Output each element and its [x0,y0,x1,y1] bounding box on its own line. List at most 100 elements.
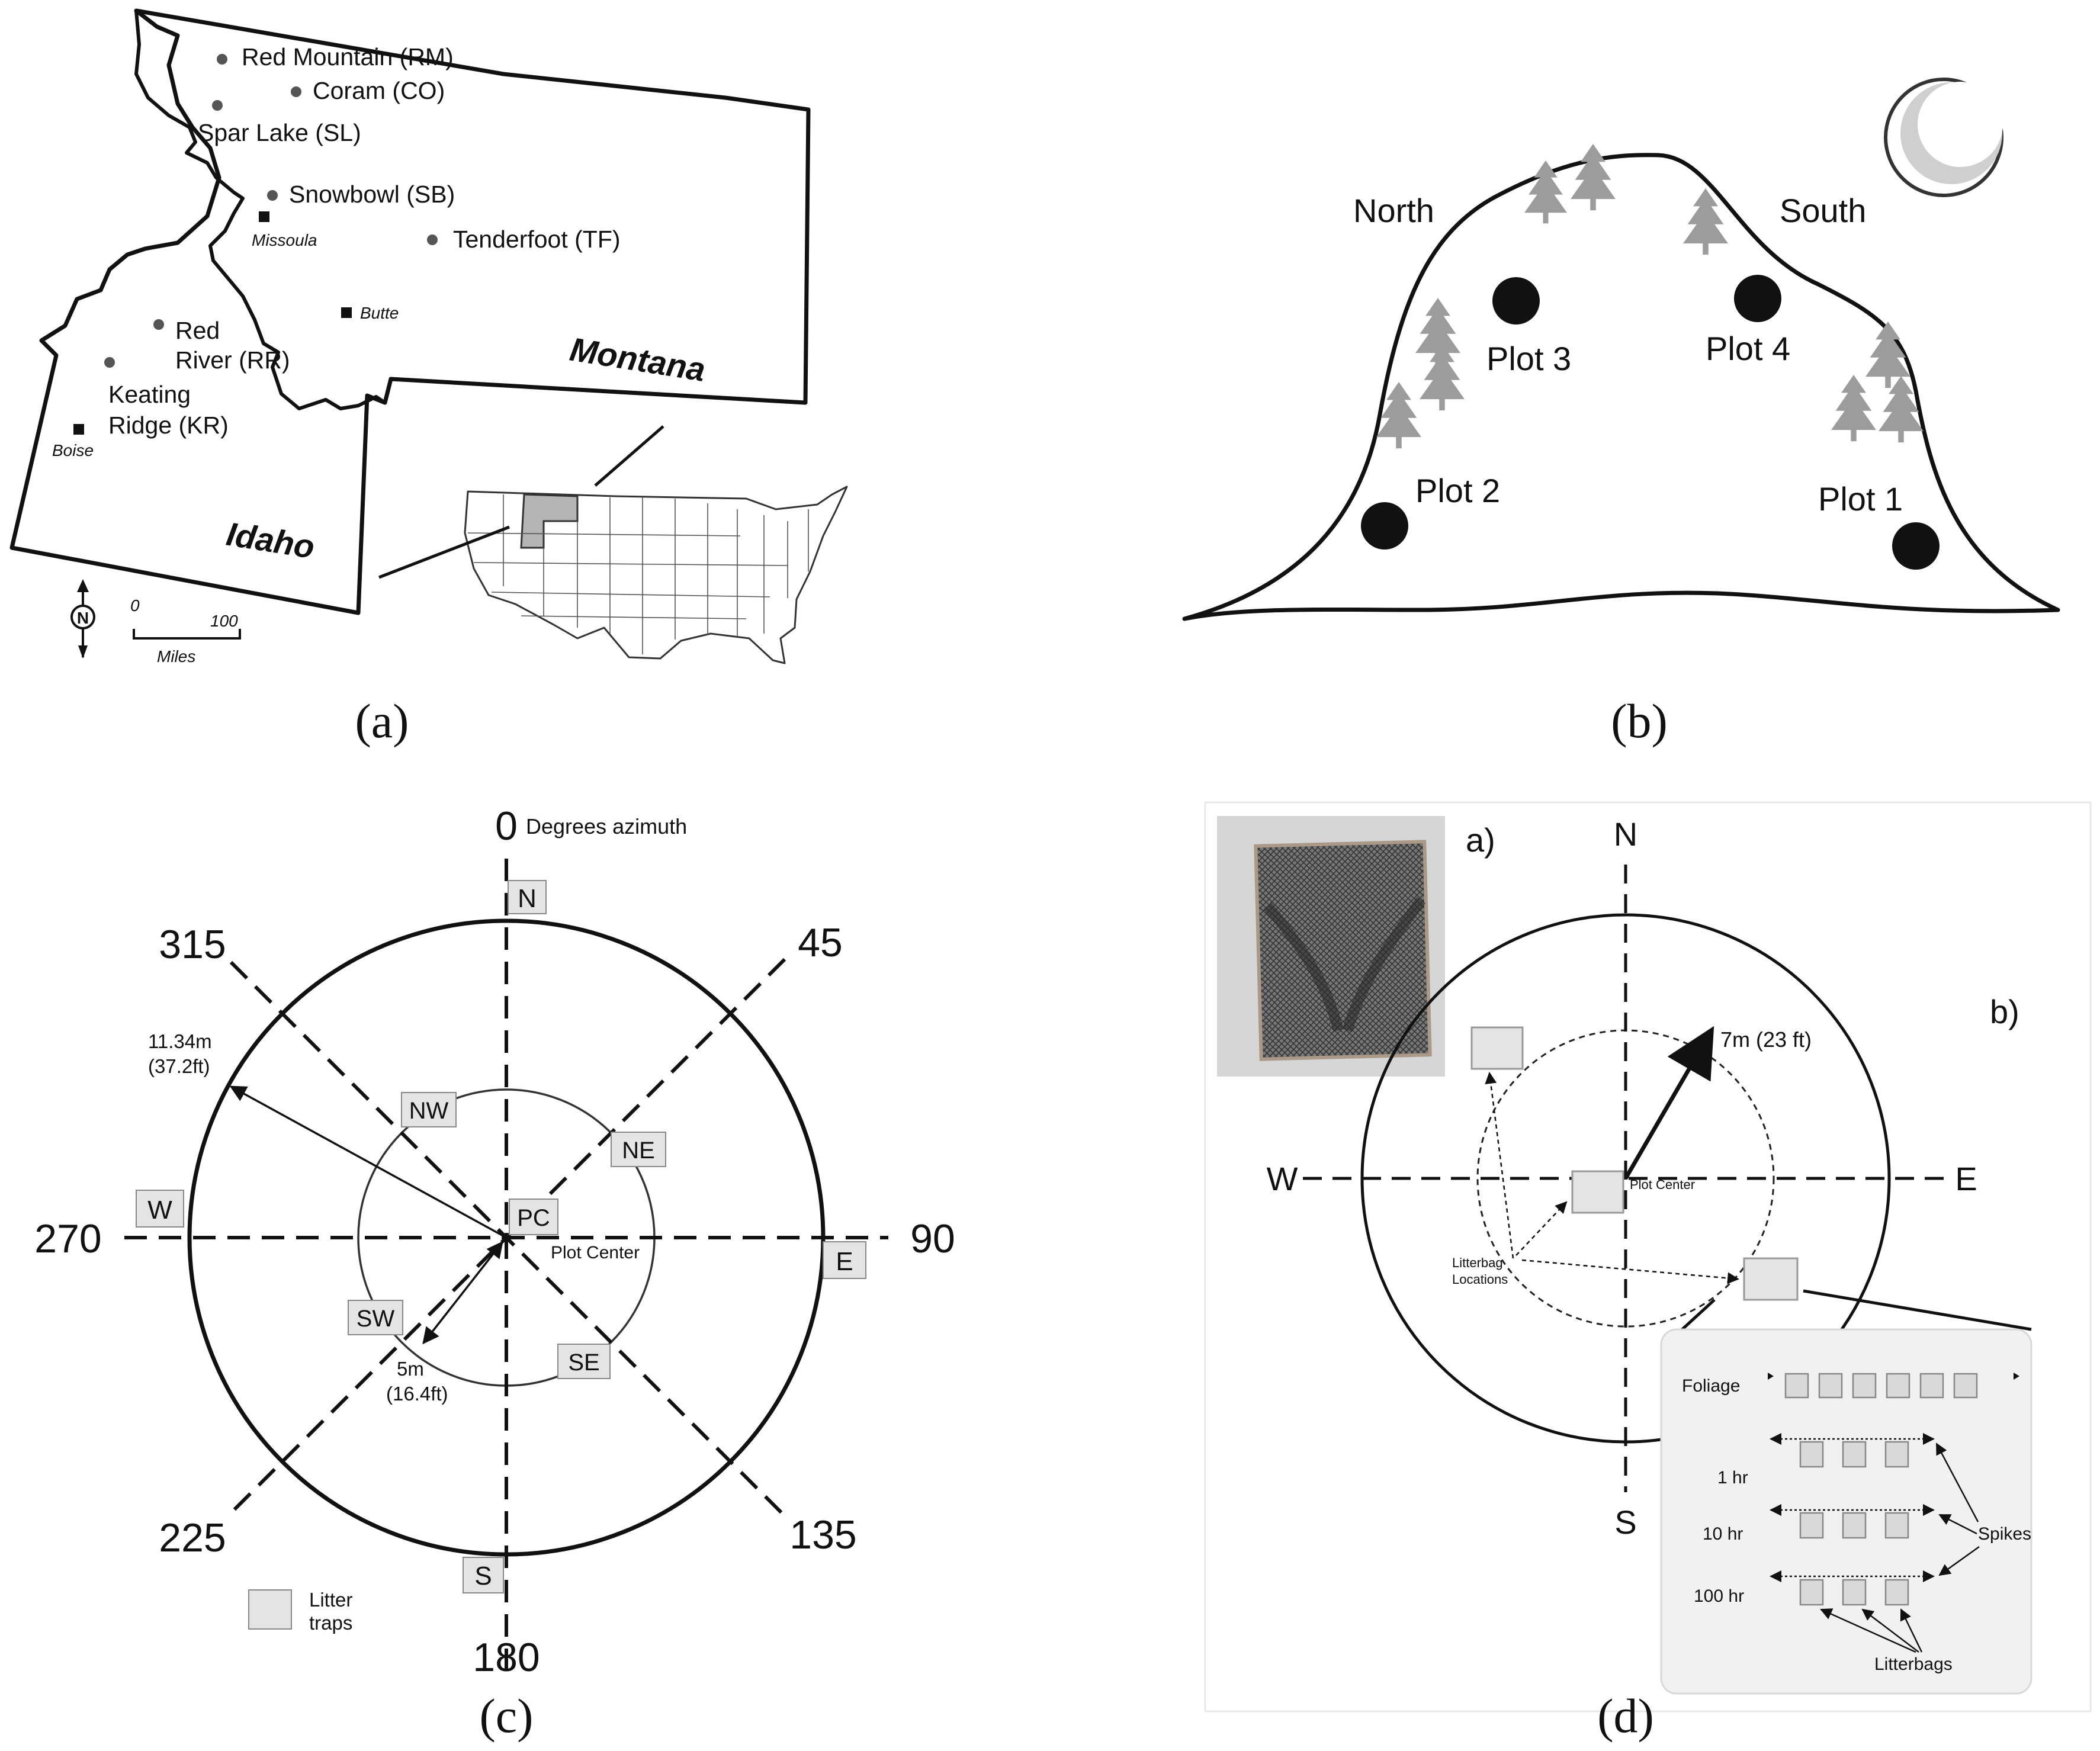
legend-label-1: Litter [309,1589,352,1611]
litterbag-box-nw [1470,1026,1524,1070]
caption-c: (c) [479,1689,533,1743]
site-label-snowbowl: Snowbowl (SB) [289,181,455,208]
caption-b: (b) [1611,694,1668,748]
site-dot-coram [291,86,301,97]
scale-zero: 0 [130,596,140,615]
site-label-tenderfoot: Tenderfoot (TF) [453,226,621,253]
trap-label-pc: PC [517,1205,550,1231]
trap-label-sw: SW [357,1306,395,1332]
idaho-montana-outline [9,8,811,615]
trap-label-se: SE [568,1350,599,1376]
inner-radius-label-1: 5m [397,1358,424,1380]
spikes-label: Spikes [1978,1524,2031,1544]
trap-label-nw: NW [409,1098,449,1124]
aspect-label-north: North [1353,192,1434,229]
litterbag-detail-inset: Foliage 1 hr 10 hr 100 hr Spikes Litterb… [1660,1328,2032,1695]
site-dot-tenderfoot [427,234,438,245]
plot-marker-3 [1492,277,1540,325]
radius-7m-label: 7m (23 ft) [1720,1027,1812,1052]
azimuth-title: Degrees azimuth [526,814,687,838]
row-label-foliage: Foliage [1682,1376,1740,1396]
litterbag-locations-label-2: Locations [1452,1272,1508,1287]
city-marker-butte [341,307,352,318]
site-label-keating-ridge-1: Keating [108,381,191,408]
trap-box-w [136,1190,184,1228]
compass-n: N [1614,815,1637,853]
scale-unit: Miles [157,647,195,666]
scale-bar: 0 100 Miles [130,596,241,666]
site-dot-red-mountain [217,54,227,65]
azimuth-45: 45 [798,920,843,965]
site-dot-keating-ridge [104,357,115,368]
site-label-spar-lake: Spar Lake (SL) [198,119,361,146]
row-label-1hr: 1 hr [1717,1468,1748,1487]
trap-box-nw [401,1092,457,1127]
state-label-montana: Montana [567,330,708,388]
trap-box-pc [509,1199,558,1235]
plot-label-3: Plot 3 [1486,340,1571,377]
azimuth-225: 225 [159,1515,226,1560]
caption-d: (d) [1597,1689,1654,1743]
compass-e: E [1955,1160,1977,1197]
row-label-10hr: 10 hr [1703,1524,1743,1544]
trap-box-se [557,1344,611,1379]
trap-label-ne: NE [622,1138,655,1164]
trap-box-sw [348,1300,403,1335]
outer-radius-label-1: 11.34m [148,1030,212,1052]
legend-label-2: traps [309,1612,352,1634]
plot-label-1: Plot 1 [1818,480,1903,518]
panel-d-frame [1204,801,2092,1713]
trap-box-e [823,1241,866,1279]
litterbags-label: Litterbags [1874,1654,1953,1674]
inner-radius-arrow [422,1241,503,1345]
site-label-red-mountain: Red Mountain (RM) [242,43,454,70]
row-label-100hr: 100 hr [1694,1586,1744,1606]
litterbag-box-center [1571,1170,1624,1214]
plot-marker-1 [1892,522,1940,570]
site-label-keating-ridge-2: Ridge (KR) [108,412,229,439]
trap-box-n [508,880,547,914]
sub-label-b: b) [1990,993,2019,1030]
hill-outline [1182,153,2060,621]
us-inset-map [464,486,848,664]
azimuth-0: 0 [495,804,518,849]
litterbag-locations-label-1: Litterbag [1452,1255,1503,1270]
panel-a-map: Red Mountain (RM) Coram (CO) Spar Lake (… [9,8,848,748]
site-label-coram: Coram (CO) [313,77,445,104]
plot-label-4: Plot 4 [1706,330,1790,367]
compass-w: W [1267,1160,1298,1197]
sun-icon [1884,78,2003,197]
azimuth-90: 90 [910,1216,955,1261]
azimuth-180: 180 [473,1635,540,1680]
site-dot-red-river [153,319,164,330]
idaho-montana-border [134,10,386,410]
city-marker-missoula [259,211,269,222]
state-label-idaho: Idaho [224,515,317,566]
site-dot-snowbowl [267,190,278,201]
legend-trap-swatch [248,1589,292,1630]
litterbag-box-se [1743,1257,1799,1301]
plot-center-label: Plot Center [551,1243,640,1262]
azimuth-270: 270 [34,1216,101,1261]
azimuth-135: 135 [789,1512,856,1557]
caption-a: (a) [355,694,409,748]
trap-label-w: W [147,1196,172,1225]
site-label-red-river-2: River (RR) [175,346,290,374]
city-label-missoula: Missoula [252,231,317,249]
site-dot-spar-lake [212,100,223,111]
panel-c-plot-layout: N W E S NW NE SW SE PC 0 45 90 135 180 2… [34,804,955,1743]
outer-radius-arrow [229,1085,507,1239]
trap-label-e: E [836,1247,853,1276]
trap-label-n: N [518,884,537,913]
north-arrow-letter: N [77,609,89,627]
trap-box-s [463,1557,504,1593]
inset-leader-montana [594,425,664,487]
radius-7m-arrow [1623,1026,1714,1180]
plot-label-2: Plot 2 [1415,472,1500,509]
inset-leader-idaho [378,525,510,579]
trap-box-ne [611,1132,666,1167]
litterbag-photo [1217,816,1445,1077]
trap-label-s: S [474,1562,492,1591]
site-label-red-river-1: Red [175,317,220,344]
city-label-boise: Boise [52,441,94,460]
